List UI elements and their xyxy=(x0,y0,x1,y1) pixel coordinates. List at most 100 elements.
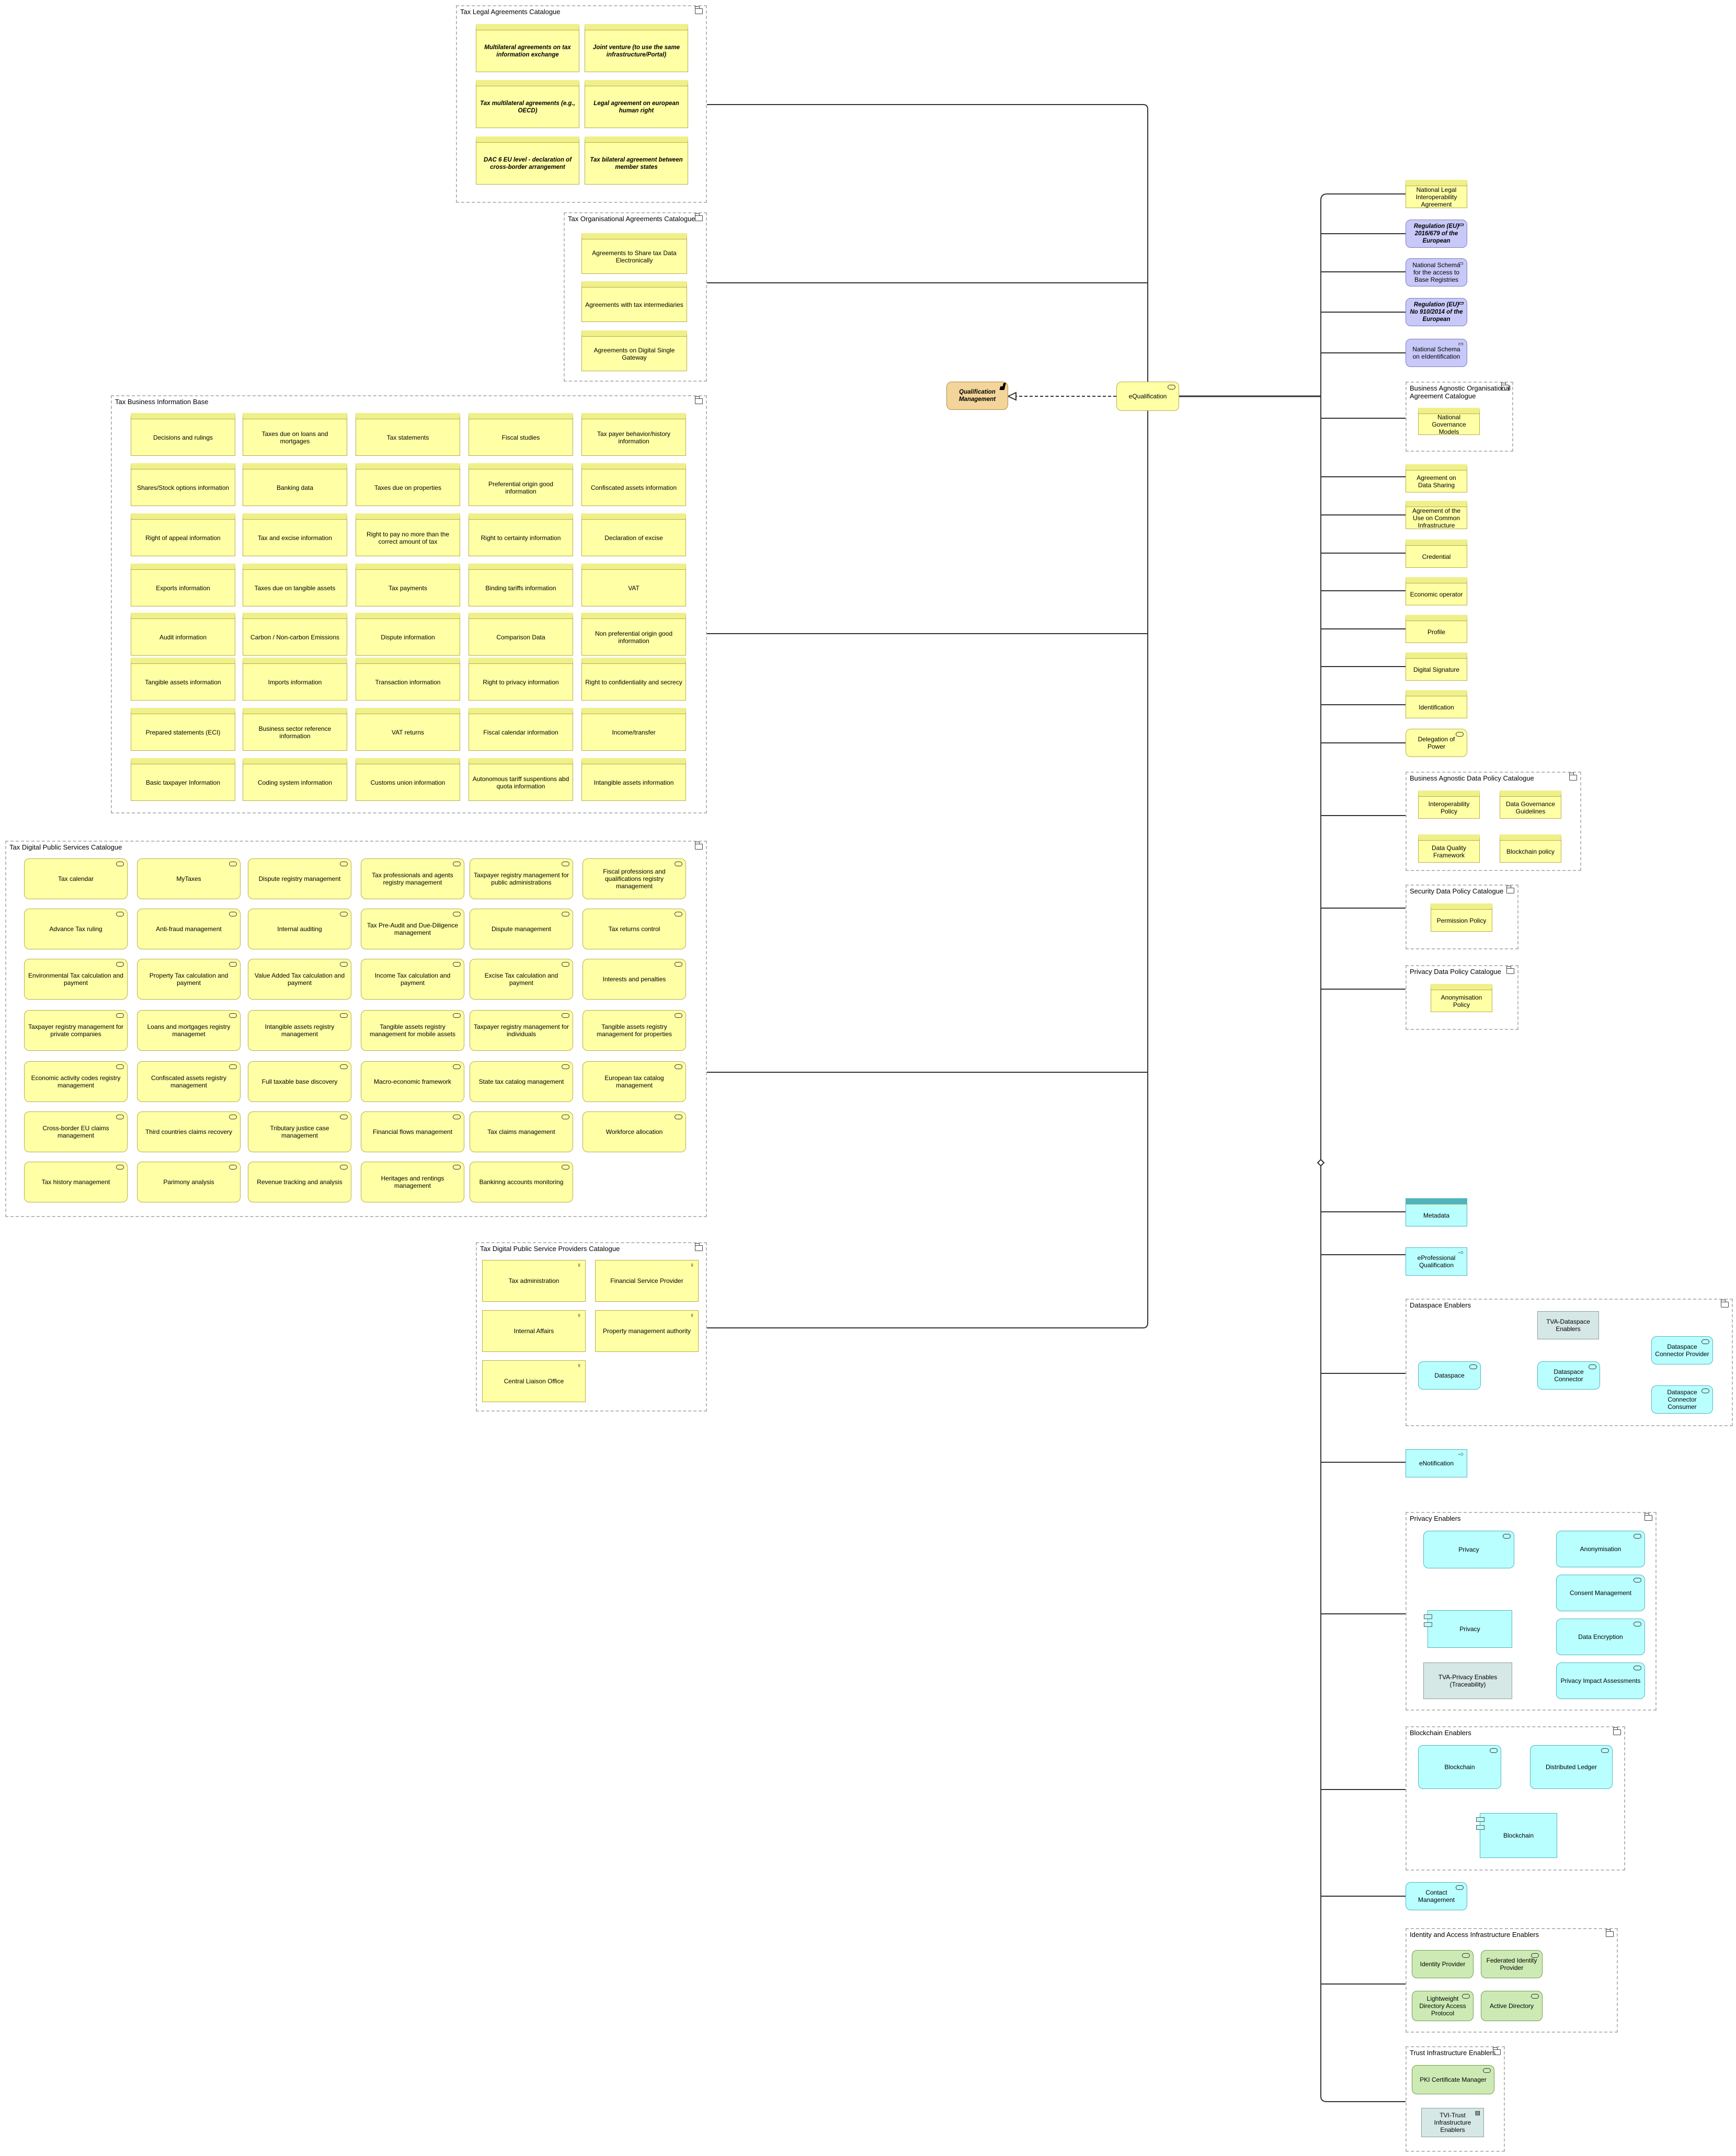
business-service[interactable]: Advance Tax ruling xyxy=(24,909,128,949)
business-service[interactable]: Anti-fraud management xyxy=(137,909,241,949)
distributed-ledger-service[interactable]: Distributed Ledger xyxy=(1530,1745,1613,1789)
business-object[interactable]: Tax statements xyxy=(356,413,460,456)
business-object[interactable]: Tax bilateral agreement between member s… xyxy=(585,136,688,185)
business-service[interactable]: Income Tax calculation and payment xyxy=(361,959,464,1000)
business-actor[interactable]: Property management authority♀ xyxy=(595,1310,699,1352)
profile[interactable]: Profile xyxy=(1406,615,1467,643)
business-service[interactable]: Tangible assets registry management for … xyxy=(583,1010,686,1051)
business-object[interactable]: Banking data xyxy=(243,463,347,506)
tva-privacy-enables[interactable]: TVA-Privacy Enables (Traceability) xyxy=(1423,1662,1512,1699)
business-object[interactable]: Agreements on Digital Single Gateway xyxy=(581,330,687,371)
business-service[interactable]: Taxpayer registry management for private… xyxy=(24,1010,128,1051)
business-service[interactable]: Taxpayer registry management for individ… xyxy=(470,1010,573,1051)
permission-policy[interactable]: Permission Policy xyxy=(1431,903,1492,932)
dataspace-service[interactable]: Dataspace xyxy=(1418,1361,1481,1390)
business-object[interactable]: Prepared statements (ECI) xyxy=(131,708,235,751)
business-object[interactable]: Right to confidentiality and secrecy xyxy=(581,658,686,701)
data-encryption-service[interactable]: Data Encryption xyxy=(1556,1619,1645,1655)
digital-signature[interactable]: Digital Signature xyxy=(1406,652,1467,681)
business-service[interactable]: Heritages and rentings management xyxy=(361,1162,464,1202)
credential[interactable]: Credential xyxy=(1406,540,1467,568)
business-service[interactable]: Financial flows management xyxy=(361,1111,464,1152)
blockchain-service[interactable]: Blockchain xyxy=(1418,1745,1501,1789)
business-object[interactable]: Business sector reference information xyxy=(243,708,347,751)
business-object[interactable]: Autonomous tariff suspentions abd quota … xyxy=(469,758,573,801)
business-service[interactable]: Tangible assets registry management for … xyxy=(361,1010,464,1051)
regulation-2016-679[interactable]: Regulation (EU) 2016/679 of the European… xyxy=(1406,220,1467,248)
tvi-trust-infrastructure-enablers[interactable]: TVI-Trust Infrastructure Enablers▤ xyxy=(1421,2108,1484,2137)
business-object[interactable]: Non preferential origin good information xyxy=(581,613,686,656)
blockchain-policy[interactable]: Blockchain policy xyxy=(1500,834,1561,863)
business-service[interactable]: Cross-border EU claims management xyxy=(24,1111,128,1152)
data-governance-guidelines[interactable]: Data Governance Guidelines xyxy=(1500,790,1561,819)
business-service[interactable]: Tributary justice case management xyxy=(248,1111,351,1152)
business-actor[interactable]: Central Liaison Office♀ xyxy=(482,1360,586,1402)
business-object[interactable]: Multilateral agreements on tax informati… xyxy=(476,24,579,72)
business-object[interactable]: Right to pay no more than the correct am… xyxy=(356,513,460,556)
business-object[interactable]: Carbon / Non-carbon Emissions xyxy=(243,613,347,656)
business-service[interactable]: Dispute registry management xyxy=(248,858,351,899)
business-service[interactable]: Tax history management xyxy=(24,1162,128,1202)
business-service[interactable]: Excise Tax calculation and payment xyxy=(470,959,573,1000)
business-service[interactable]: Property Tax calculation and payment xyxy=(137,959,241,1000)
business-service[interactable]: Bankinng accounts monitoring xyxy=(470,1162,573,1202)
business-object[interactable]: VAT returns xyxy=(356,708,460,751)
enotification-interface[interactable]: eNotification-○ xyxy=(1406,1449,1467,1477)
business-object[interactable]: Right to privacy information xyxy=(469,658,573,701)
contact-management-service[interactable]: Contact Management xyxy=(1406,1882,1467,1910)
business-service[interactable]: Third countries claims recovery xyxy=(137,1111,241,1152)
business-service[interactable]: Macro-economic framework xyxy=(361,1061,464,1102)
business-service[interactable]: Parimony analysis xyxy=(137,1162,241,1202)
business-object[interactable]: Basic taxpayer Information xyxy=(131,758,235,801)
business-service[interactable]: Tax claims management xyxy=(470,1111,573,1152)
business-object[interactable]: Taxes due on properties xyxy=(356,463,460,506)
national-schema-base-registries[interactable]: National Schema for the access to Base R… xyxy=(1406,258,1467,286)
business-object[interactable]: Legal agreement on european human right xyxy=(585,80,688,128)
business-service[interactable]: Value Added Tax calculation and payment xyxy=(248,959,351,1000)
national-schema-eidentification[interactable]: National Schema on eIdentification▭ xyxy=(1406,339,1467,367)
business-service[interactable]: Economic activity codes registry managem… xyxy=(24,1061,128,1102)
business-service[interactable]: European tax catalog management xyxy=(583,1061,686,1102)
agreement-data-sharing[interactable]: Agreement on Data Sharing xyxy=(1406,464,1467,492)
dataspace-connector-service[interactable]: Dataspace Connector xyxy=(1537,1361,1600,1390)
business-object[interactable]: Tax multilateral agreements (e.g., OECD) xyxy=(476,80,579,128)
anonymisation-service[interactable]: Anonymisation xyxy=(1556,1531,1645,1567)
business-object[interactable]: Fiscal calendar information xyxy=(469,708,573,751)
business-object[interactable]: Tax and excise information xyxy=(243,513,347,556)
business-service[interactable]: Full taxable base discovery xyxy=(248,1061,351,1102)
economic-operator[interactable]: Economic operator xyxy=(1406,577,1467,605)
business-service[interactable]: State tax catalog management xyxy=(470,1061,573,1102)
identification[interactable]: Identification xyxy=(1406,690,1467,718)
business-object[interactable]: Binding tariffs information xyxy=(469,564,573,606)
delegation-of-power-service[interactable]: Delegation of Power xyxy=(1406,729,1467,757)
interoperability-policy[interactable]: Interoperability Policy xyxy=(1418,790,1480,819)
business-service[interactable]: Tax returns control xyxy=(583,909,686,949)
business-object[interactable]: Confiscated assets information xyxy=(581,463,686,506)
business-service[interactable]: Internal auditing xyxy=(248,909,351,949)
business-service[interactable]: Tax calendar xyxy=(24,858,128,899)
business-service[interactable]: Tax Pre-Audit and Due-Diligence manageme… xyxy=(361,909,464,949)
business-service[interactable]: Workforce allocation xyxy=(583,1111,686,1152)
business-object[interactable]: DAC 6 EU level - declaration of cross-bo… xyxy=(476,136,579,185)
ldap-service[interactable]: Lightweight Directory Access Protocol xyxy=(1412,1991,1474,2021)
consent-management-service[interactable]: Consent Management xyxy=(1556,1575,1645,1611)
business-object[interactable]: Coding system information xyxy=(243,758,347,801)
business-service[interactable]: Fiscal professions and qualifications re… xyxy=(583,858,686,899)
anonymisation-policy[interactable]: Anonymisation Policy xyxy=(1431,984,1492,1012)
business-object[interactable]: Customs union information xyxy=(356,758,460,801)
business-object[interactable]: Tax payments xyxy=(356,564,460,606)
tva-dataspace-enablers[interactable]: TVA-Dataspace Enablers xyxy=(1537,1311,1599,1339)
business-object[interactable]: Imports information xyxy=(243,658,347,701)
business-object[interactable]: Fiscal studies xyxy=(469,413,573,456)
business-service[interactable]: Intangible assets registry management xyxy=(248,1010,351,1051)
blockchain-component[interactable]: Blockchain xyxy=(1476,1813,1557,1858)
business-object[interactable]: Decisions and rulings xyxy=(131,413,235,456)
business-actor[interactable]: Tax administration♀ xyxy=(482,1260,586,1302)
business-actor[interactable]: Financial Service Provider♀ xyxy=(595,1260,699,1302)
business-service[interactable]: Confiscated assets registry management xyxy=(137,1061,241,1102)
business-object[interactable]: Agreements with tax intermediaries xyxy=(581,281,687,322)
business-service[interactable]: Loans and mortgages registry managemet xyxy=(137,1010,241,1051)
privacy-impact-assessments-service[interactable]: Privacy Impact Assessments xyxy=(1556,1662,1645,1699)
business-object[interactable]: Right to certainty information xyxy=(469,513,573,556)
metadata-artifact[interactable]: Metadata xyxy=(1406,1198,1467,1226)
